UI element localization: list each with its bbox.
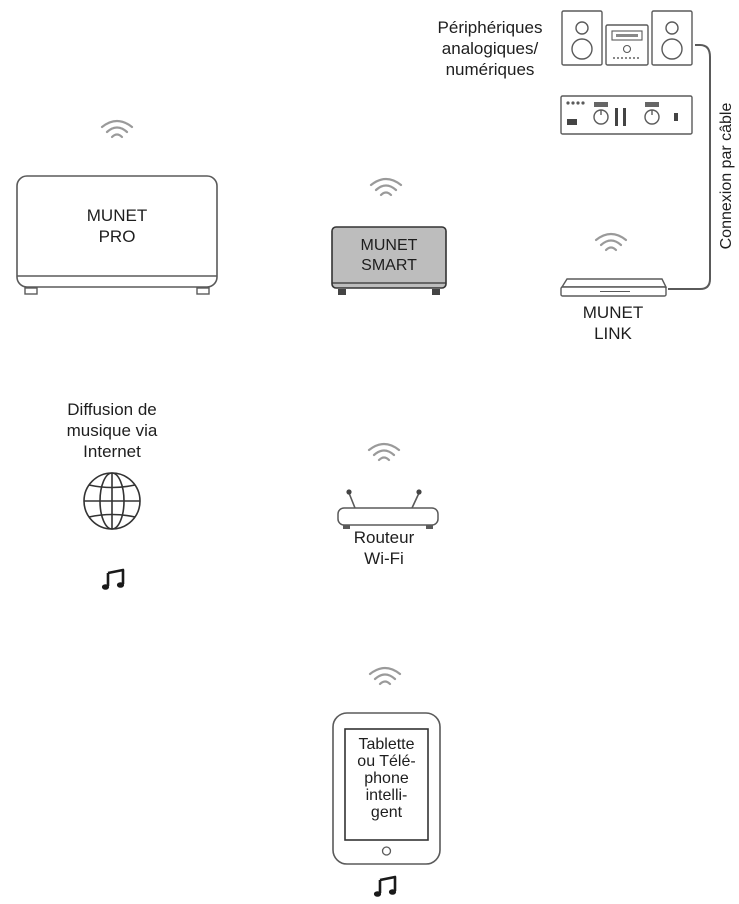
wifi-icon-tablet bbox=[368, 666, 402, 686]
wifi-icon-pro bbox=[100, 119, 134, 139]
munet-smart-device bbox=[331, 226, 447, 295]
router-device bbox=[337, 489, 439, 529]
peripherals-label: Périphériques analogiques/ numériques bbox=[437, 18, 543, 79]
munet-smart-label: MUNET SMART bbox=[360, 237, 418, 274]
cable-connection-label: Connexion par câble bbox=[718, 102, 735, 250]
wifi-icon-link bbox=[594, 232, 628, 252]
router-label: Routeur Wi-Fi bbox=[353, 528, 415, 568]
cable-line bbox=[668, 44, 711, 290]
speaker-left-icon bbox=[561, 10, 603, 66]
music-note-icon-tablet bbox=[372, 875, 398, 899]
tablet-label: Tablette ou Télé- phone intelli- gent bbox=[357, 736, 416, 821]
internet-streaming-label: Diffusion de musique via Internet bbox=[66, 400, 158, 461]
munet-pro-label: MUNET PRO bbox=[86, 206, 148, 246]
speaker-right-icon bbox=[651, 10, 693, 66]
amplifier-icon bbox=[560, 95, 693, 135]
globe-icon bbox=[83, 472, 141, 530]
munet-pro-device bbox=[16, 175, 218, 295]
wifi-icon-router bbox=[367, 442, 401, 462]
wifi-icon-smart bbox=[369, 177, 403, 197]
munet-link-label: MUNET LINK bbox=[582, 303, 644, 343]
munet-link-device bbox=[560, 278, 668, 297]
tablet-device bbox=[332, 712, 441, 865]
music-note-icon bbox=[100, 568, 126, 592]
stereo-unit-icon bbox=[605, 24, 649, 66]
